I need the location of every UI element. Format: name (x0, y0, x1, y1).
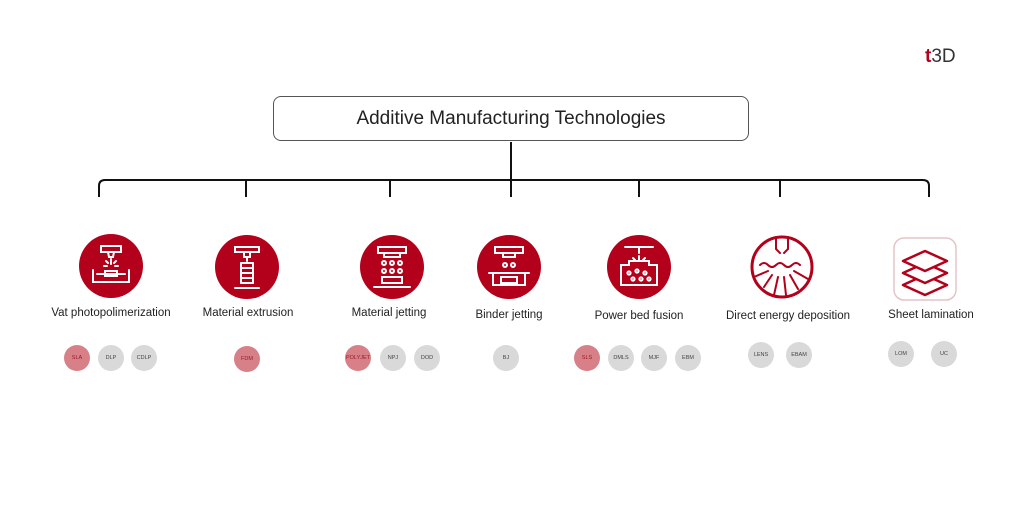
tech-badge-mjf[interactable]: MJF (641, 345, 667, 371)
logo-text: 3D (931, 46, 956, 67)
category-label: Sheet lamination (888, 309, 974, 321)
category-label: Binder jetting (475, 309, 543, 321)
category-label: Direct energy deposition (725, 310, 851, 322)
direct-energy-deposition-icon (750, 235, 814, 299)
root-node: Additive Manufacturing Technologies (273, 96, 749, 141)
vat-photopolymerization-icon (79, 234, 143, 298)
tech-badge-ebam[interactable]: EBAM (786, 342, 812, 368)
tech-badge-polyjet[interactable]: POLYJET (345, 345, 371, 371)
tech-badge-lens[interactable]: LENS (748, 342, 774, 368)
tech-badge-bj[interactable]: BJ (493, 345, 519, 371)
powder-bed-fusion-icon (607, 235, 671, 299)
logo: t3D (925, 46, 956, 68)
tech-badge-uc[interactable]: UC (931, 341, 957, 367)
category-label: Material extrusion (202, 307, 294, 319)
sheet-lamination-icon (893, 237, 957, 301)
tech-badge-dmls[interactable]: DMLS (608, 345, 634, 371)
tech-badge-dlp[interactable]: DLP (98, 345, 124, 371)
tech-badge-lom[interactable]: LOM (888, 341, 914, 367)
branch-bar (98, 179, 930, 197)
material-extrusion-icon (215, 235, 279, 299)
root-title: Additive Manufacturing Technologies (356, 107, 666, 129)
tech-badge-ebm[interactable]: EBM (675, 345, 701, 371)
tech-badge-dod[interactable]: DOD (414, 345, 440, 371)
tech-badge-cdlp[interactable]: CDLP (131, 345, 157, 371)
tech-badge-sls[interactable]: SLS (574, 345, 600, 371)
tech-badge-npj[interactable]: NPJ (380, 345, 406, 371)
category-label: Material jetting (351, 307, 427, 319)
category-label: Vat photopolimerization (51, 307, 171, 319)
category-label: Power bed fusion (594, 310, 684, 322)
tech-badge-fdm[interactable]: FDM (234, 346, 260, 372)
tech-badge-sla[interactable]: SLA (64, 345, 90, 371)
material-jetting-icon (360, 235, 424, 299)
logo-mark: t (925, 46, 932, 67)
binder-jetting-icon (477, 235, 541, 299)
